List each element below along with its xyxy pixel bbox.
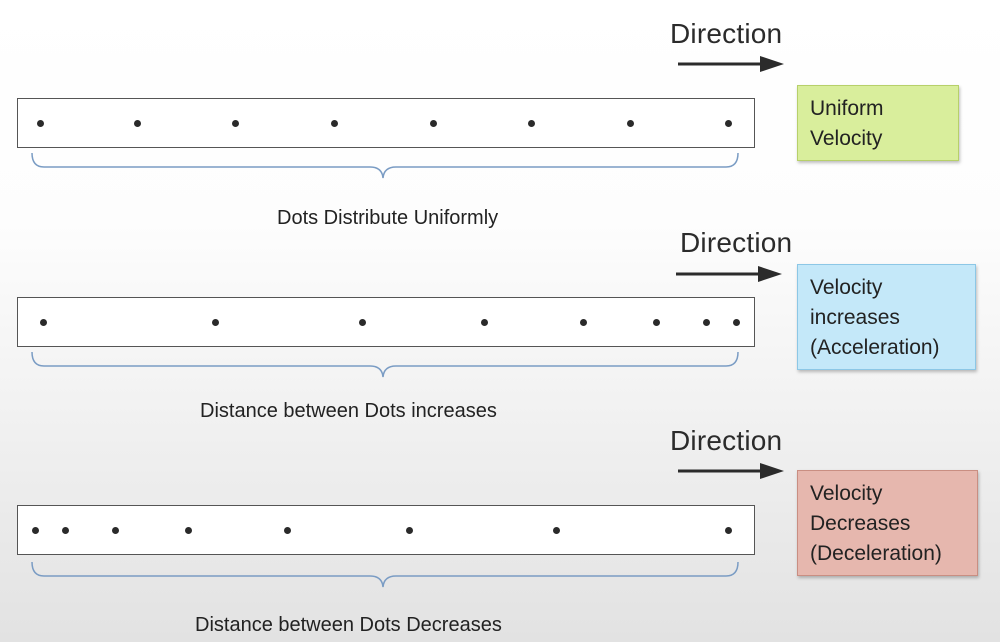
tape-dot (134, 119, 142, 127)
tape-dot (185, 526, 193, 534)
box-line: Uniform (810, 97, 884, 120)
tape-dot (406, 526, 414, 534)
tape-dot (553, 526, 561, 534)
box-line: (Acceleration) (810, 336, 940, 359)
box-line: Decreases (810, 512, 911, 535)
box-line: Velocity (810, 482, 883, 505)
brace-icon (31, 351, 739, 378)
tape-dot (330, 119, 338, 127)
ticker-tape (17, 98, 755, 148)
direction-arrow-icon (676, 266, 782, 282)
brace-icon (31, 152, 739, 179)
tape-dot (62, 526, 70, 534)
tape-dot (732, 318, 740, 326)
uniform-velocity-box: Uniform Velocity (797, 85, 959, 161)
caption: Distance between Dots increases (200, 400, 497, 422)
tape-dot (626, 119, 634, 127)
box-line: (Deceleration) (810, 542, 942, 565)
tape-dot (32, 526, 40, 534)
box-line: Velocity (810, 127, 883, 150)
direction-label: Direction (680, 227, 793, 258)
tape-dot (725, 526, 733, 534)
tape-dot (481, 318, 489, 326)
direction-label: Direction (670, 425, 783, 456)
caption: Dots Distribute Uniformly (277, 207, 499, 229)
tape-dot (36, 119, 44, 127)
direction-label: Direction (670, 18, 783, 49)
box-line: Velocity (810, 276, 883, 299)
direction-arrow-icon (678, 56, 784, 72)
tape-dot (283, 526, 291, 534)
tape-dot (528, 119, 536, 127)
tape-dot (40, 318, 48, 326)
tape-dot (579, 318, 587, 326)
ticker-tape (17, 297, 755, 347)
ticker-tape (17, 505, 755, 555)
tape-dot (111, 526, 119, 534)
tape-dot (429, 119, 437, 127)
tape-dot (232, 119, 240, 127)
brace-icon (31, 561, 739, 588)
tape-dot (725, 119, 733, 127)
tape-dot (653, 318, 661, 326)
tape-dot (211, 318, 219, 326)
box-line: increases (810, 306, 900, 329)
caption: Distance between Dots Decreases (195, 614, 502, 636)
tape-dot (702, 318, 710, 326)
acceleration-box: Velocity increases (Acceleration) (797, 264, 976, 370)
tape-dot (358, 318, 366, 326)
deceleration-box: Velocity Decreases (Deceleration) (797, 470, 978, 576)
direction-arrow-icon (678, 463, 784, 479)
